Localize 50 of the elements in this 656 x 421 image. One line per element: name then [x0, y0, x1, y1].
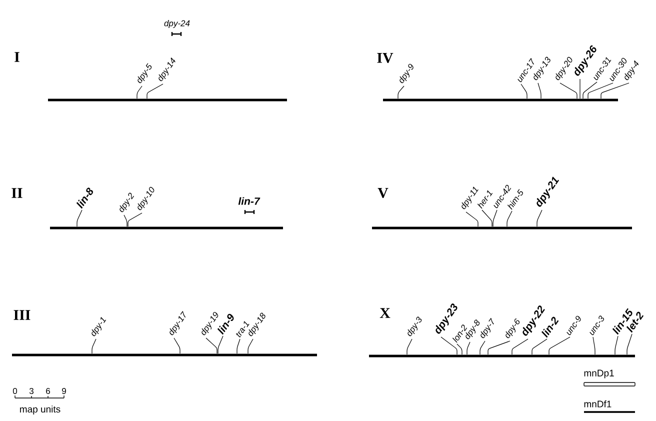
chromosome-label: II [12, 188, 22, 198]
leader-line [206, 338, 218, 354]
leader-line [136, 86, 142, 99]
leader-line [582, 82, 598, 99]
leader-line [600, 82, 630, 99]
scale-caption: map units [20, 406, 60, 414]
scale-number: 0 [12, 388, 18, 394]
leader-line [506, 210, 512, 227]
leader-line [440, 336, 458, 355]
chromosome-label: IV [377, 52, 394, 64]
leader-line [548, 336, 570, 355]
leader-line [520, 84, 528, 99]
segment-label: mnDp1 [584, 370, 614, 378]
chromosome-label: I [14, 52, 20, 62]
leader-line [492, 210, 498, 227]
leader-line [128, 212, 142, 227]
leader-line [146, 84, 164, 99]
leader-line [488, 340, 510, 355]
leader-line [248, 338, 254, 354]
leader-line [538, 82, 542, 99]
leader-line [480, 340, 486, 355]
scale-number: 6 [46, 388, 50, 394]
chromosome-label: V [378, 188, 388, 198]
leader-line [466, 212, 478, 227]
leader-line [174, 338, 180, 354]
leader-line [614, 336, 618, 355]
chromosome-label: III [14, 310, 30, 320]
leader-line [626, 334, 632, 355]
scale-number: 3 [29, 388, 34, 394]
leader-line [398, 86, 404, 99]
leader-line [560, 82, 578, 99]
scale-number: 9 [62, 388, 66, 394]
leader-line [482, 210, 492, 227]
gene-label: dpy-24 [164, 20, 190, 28]
leader-line [406, 338, 412, 355]
leader-line [92, 338, 96, 354]
gene-label: lin-7 [238, 197, 260, 205]
leader-line [536, 210, 542, 227]
leader-line [466, 342, 470, 355]
chromosome-label: X [380, 308, 390, 318]
segment-label: mnDf1 [584, 400, 612, 408]
leader-line [76, 210, 82, 227]
leader-line [512, 338, 528, 355]
leader-line [236, 338, 240, 354]
leader-line [532, 338, 548, 355]
leader-line [592, 336, 596, 355]
leader-line [124, 214, 128, 227]
leader-line [456, 344, 462, 355]
leader-line [218, 336, 224, 354]
leader-line [588, 82, 614, 99]
